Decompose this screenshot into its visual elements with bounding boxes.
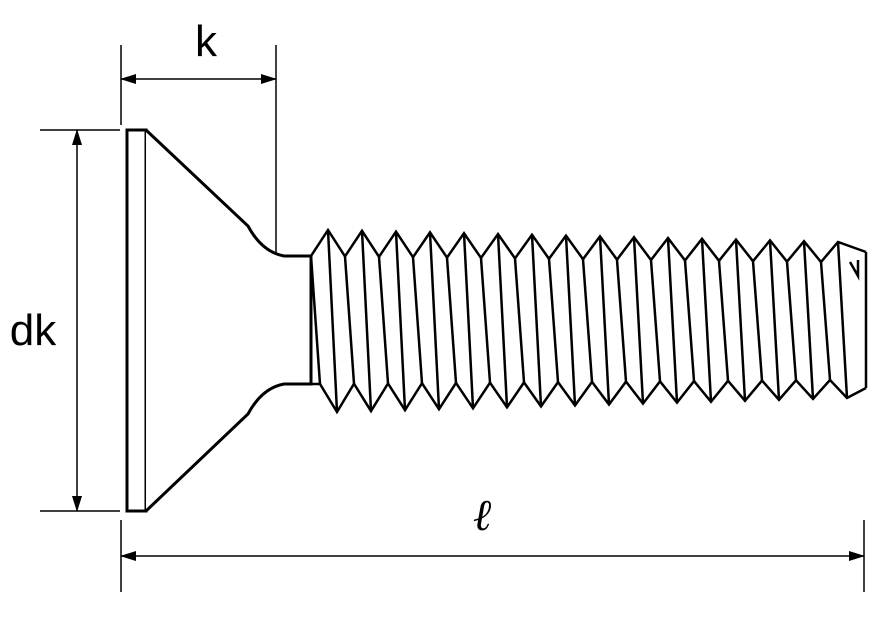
thread-root-line — [615, 259, 628, 382]
thread-line — [564, 235, 577, 406]
thread-root-line — [683, 260, 696, 382]
thread-line — [496, 233, 509, 408]
screw-head — [125, 128, 313, 513]
thread-crest-top — [309, 227, 867, 264]
thread-root-line — [309, 255, 322, 385]
thread-line — [326, 229, 339, 413]
thread-line — [530, 234, 543, 407]
thread-root-line — [513, 258, 526, 383]
label-dk: dk — [10, 306, 57, 355]
thread-root-line — [343, 256, 356, 384]
thread-root-line — [547, 258, 560, 383]
thread-root-line — [411, 257, 424, 384]
thread-line — [394, 231, 407, 411]
thread-line — [768, 240, 781, 400]
thread-line — [462, 233, 475, 409]
screw-tip — [848, 252, 868, 388]
thread-line — [802, 241, 815, 400]
thread-root-line — [717, 260, 730, 381]
thread-line — [428, 232, 441, 410]
thread-root-line — [445, 257, 458, 384]
thread-line — [836, 241, 849, 399]
thread-line — [666, 237, 679, 403]
label-k: k — [195, 17, 218, 66]
thread-root-line — [377, 256, 390, 384]
thread-root-line — [479, 257, 492, 383]
thread-root-line — [819, 261, 832, 381]
thread-line — [598, 236, 611, 405]
label-length: ℓ — [473, 490, 492, 541]
thread-root-line — [581, 259, 594, 382]
thread-root-line — [751, 261, 764, 381]
thread-root-line — [649, 259, 662, 382]
thread-line — [632, 237, 645, 404]
thread-line — [734, 239, 747, 401]
thread-root-line — [785, 261, 798, 381]
thread-line — [360, 230, 373, 412]
screw-threads — [309, 227, 868, 415]
thread-crest-bottom — [311, 378, 867, 415]
thread-line — [700, 238, 713, 402]
